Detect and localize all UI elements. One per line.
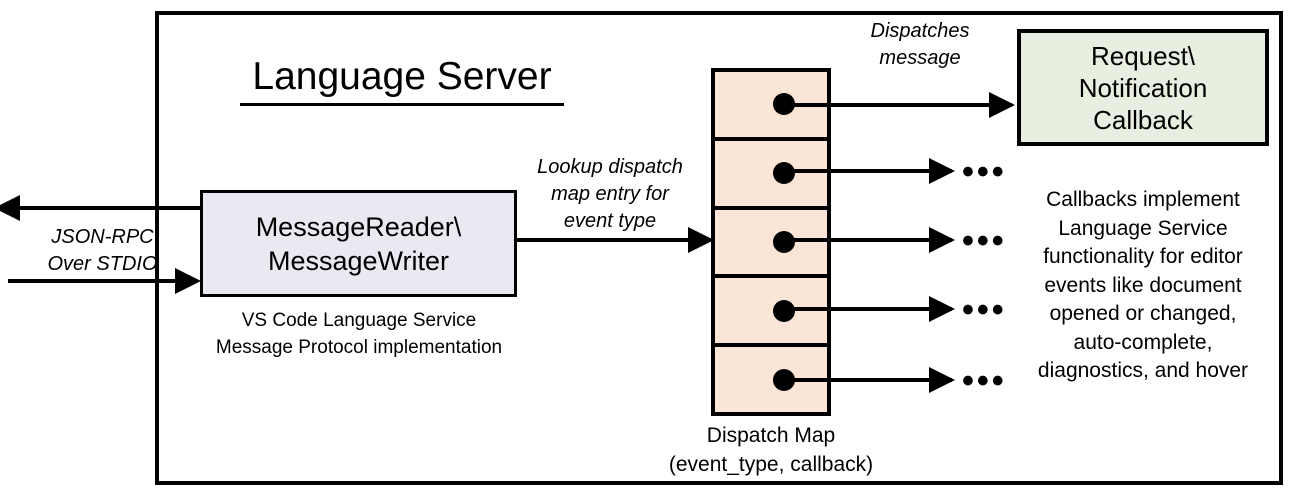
message-box-caption-line2: Message Protocol implementation [215,337,503,358]
callback-description-line3: functionality for editor [1043,245,1243,268]
callback-description-line7: diagnostics, and hover [1037,359,1249,382]
dispatch-row3-arrow-head [929,227,955,253]
lookup-arrow-shaft [517,238,693,242]
dispatch-map-table [711,68,831,416]
json-rpc-label: JSON-RPC Over STDIO [20,224,185,278]
callback-box-line1: Request\ [1090,40,1196,71]
page-title-underline [240,103,564,106]
lookup-dispatch-label: Lookup dispatch map entry for event type [510,154,710,235]
dispatch-row5-shaft [780,378,952,382]
dispatch-row2-ellipsis: ••• [962,153,1007,191]
dispatch-row3-shaft [780,238,952,242]
dispatch-map-caption-line1: Dispatch Map [706,424,836,447]
message-box-caption-line1: VS Code Language Service [241,310,477,331]
message-reader-writer-box: MessageReader\ MessageWriter [200,190,517,297]
dispatch-row4-arrow-head [929,296,955,322]
message-writer-label: MessageWriter [267,245,450,276]
lookup-label-line2: map entry for [551,183,669,205]
dispatch-row1-arrow-head [989,92,1015,118]
json-rpc-label-line2: Over STDIO [47,253,158,275]
dispatch-map-caption-line2: (event_type, callback) [668,453,874,476]
callback-description-line4: events like document [1044,273,1242,297]
callback-description-line5: opened or changed, [1049,302,1237,325]
inbound-arrow-shaft [8,279,176,283]
message-reader-label: MessageReader\ [255,211,462,242]
json-rpc-label-line1: JSON-RPC [51,226,154,248]
lookup-label-line1: Lookup dispatch [537,156,683,178]
dispatch-row4-shaft [780,307,952,311]
dispatch-row5-ellipsis: ••• [962,362,1007,400]
request-notification-callback-box: Request\ Notification Callback [1017,29,1269,146]
dispatches-label-line2: message [879,47,961,69]
language-server-boundary [155,11,1283,485]
callback-box-line2: Notification [1078,72,1208,103]
dispatch-row1-shaft [780,103,1012,107]
callback-description: Callbacks implement Language Service fun… [1008,186,1278,386]
outbound-arrow-head [0,195,20,221]
dispatch-row5-arrow-head [929,367,955,393]
outbound-arrow-shaft [18,206,203,210]
dispatch-map-row[interactable] [715,278,827,348]
lookup-arrow-head [688,227,714,253]
dispatches-label-line1: Dispatches [870,20,970,42]
callback-description-line2: Language Service [1058,216,1228,240]
dispatches-message-label: Dispatches message [832,18,1008,72]
dispatch-map-row[interactable] [715,141,827,210]
callback-box-line3: Callback [1093,104,1193,135]
dispatch-row2-shaft [780,169,952,173]
dispatch-row4-ellipsis: ••• [962,291,1007,329]
lookup-label-line3: event type [563,210,657,232]
dispatch-map-caption: Dispatch Map (event_type, callback) [636,421,906,479]
inbound-arrow-head [175,268,201,294]
page-title: Language Server [252,55,552,98]
dispatch-row3-ellipsis: ••• [962,222,1007,260]
callback-description-line1: Callbacks implement [1046,188,1240,211]
message-box-caption: VS Code Language Service Message Protoco… [178,307,540,361]
dispatch-entry-dot-icon [773,162,795,185]
callback-description-line6: auto-complete, [1073,330,1213,354]
dispatch-map-row[interactable] [715,210,827,279]
dispatch-row2-arrow-head [929,158,955,184]
